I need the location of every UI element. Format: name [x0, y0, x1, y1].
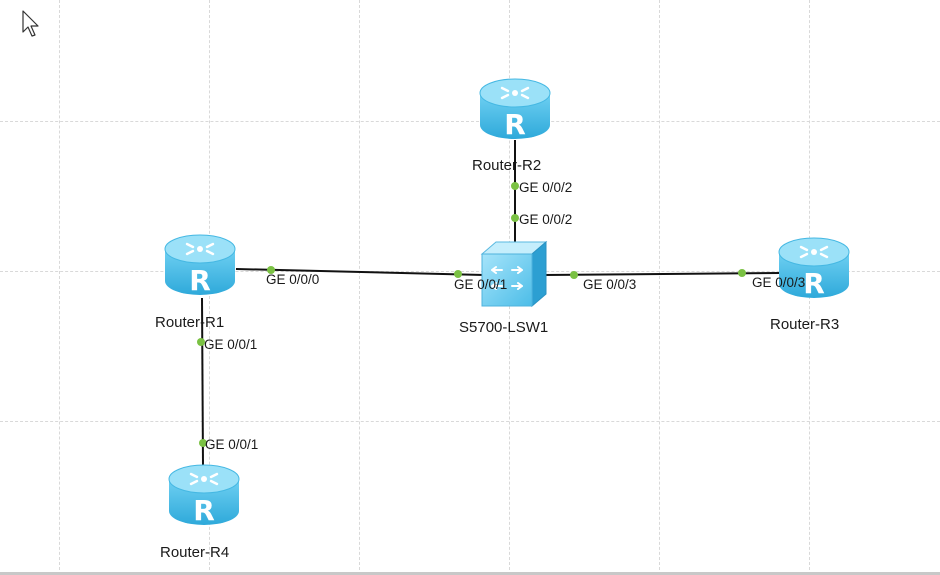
grid-line — [359, 0, 360, 575]
device-label-r3: Router-R3 — [770, 316, 840, 333]
router-r4[interactable]: R — [167, 463, 241, 534]
port-dot[interactable] — [199, 439, 207, 447]
link-r1-lsw1[interactable] — [235, 268, 485, 276]
port-dot[interactable] — [738, 269, 746, 277]
grid-line — [659, 0, 660, 575]
port-dot[interactable] — [197, 338, 205, 346]
link-r1-r4[interactable] — [201, 297, 204, 467]
switch-lsw1[interactable] — [478, 240, 548, 313]
grid-line — [0, 121, 940, 122]
port-dot[interactable] — [570, 271, 578, 279]
switch-icon — [480, 240, 548, 308]
router-glyph: R — [803, 267, 825, 300]
router-glyph: R — [504, 108, 526, 141]
device-label-r2: Router-R2 — [472, 157, 542, 174]
grid-line — [0, 421, 940, 422]
port-label: GE 0/0/2 — [519, 180, 573, 195]
router-icon: R — [164, 234, 236, 297]
port-label: GE 0/0/1 — [204, 337, 258, 352]
port-label: GE 0/0/1 — [454, 277, 508, 292]
router-r3[interactable]: R — [777, 236, 851, 307]
device-label-r4: Router-R4 — [160, 544, 230, 561]
port-label: GE 0/0/2 — [519, 212, 573, 227]
mouse-cursor-icon — [22, 10, 39, 37]
router-r2[interactable]: R — [478, 77, 552, 148]
port-dot[interactable] — [511, 182, 519, 190]
router-icon: R — [168, 464, 240, 527]
router-icon: R — [479, 78, 551, 141]
port-label: GE 0/0/0 — [266, 272, 320, 287]
router-glyph: R — [193, 494, 215, 527]
device-label-lsw1: S5700-LSW1 — [459, 319, 549, 336]
grid-line — [59, 0, 60, 575]
port-label: GE 0/0/1 — [205, 437, 259, 452]
router-icon: R — [778, 237, 850, 300]
device-label-r1: Router-R1 — [155, 314, 225, 331]
router-r1[interactable]: R — [163, 233, 237, 304]
grid-line — [0, 271, 940, 272]
port-label: GE 0/0/3 — [583, 277, 637, 292]
port-dot[interactable] — [454, 270, 462, 278]
port-dot[interactable] — [511, 214, 519, 222]
router-glyph: R — [189, 264, 211, 297]
port-label: GE 0/0/3 — [752, 275, 806, 290]
canvas-bottom-edge — [0, 572, 940, 575]
port-dot[interactable] — [267, 266, 275, 274]
